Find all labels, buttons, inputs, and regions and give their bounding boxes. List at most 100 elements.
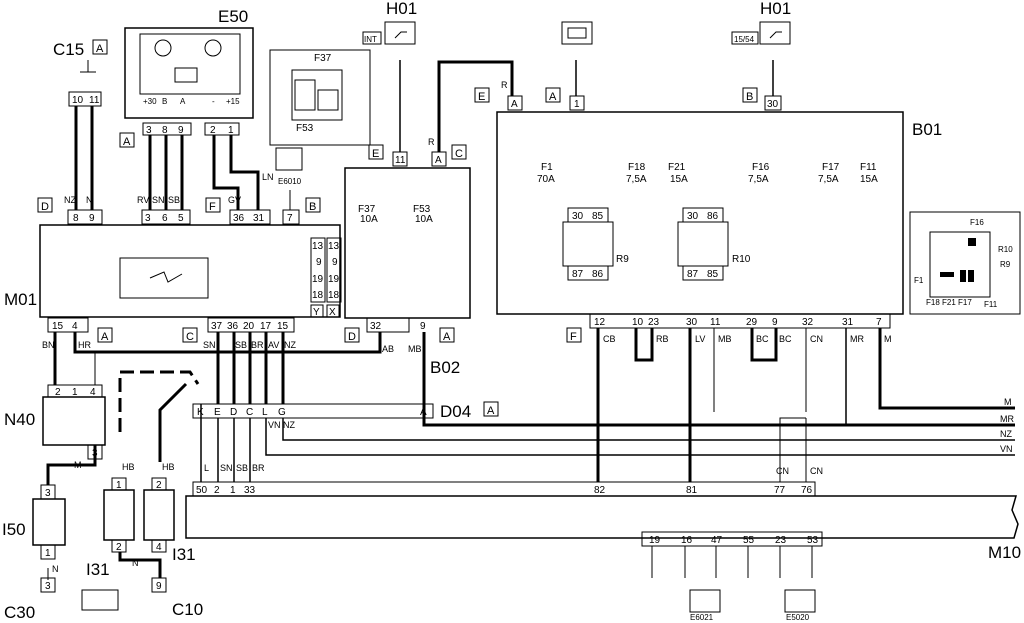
wire-color: AB bbox=[382, 344, 394, 354]
pin-label: A bbox=[420, 407, 427, 418]
pin-label: 36 bbox=[233, 213, 245, 224]
pin-label: 19 bbox=[312, 274, 324, 285]
wiring-paths bbox=[46, 60, 1015, 580]
n40-component: N40 2 1 4 3 bbox=[4, 384, 106, 460]
pin-label: 87 bbox=[572, 269, 584, 280]
pin-label: 7 bbox=[287, 213, 293, 224]
pin-label: 2 bbox=[55, 387, 61, 398]
c30-label: C30 bbox=[4, 603, 35, 622]
pin-label: G bbox=[278, 407, 286, 418]
connector-label: C bbox=[186, 331, 194, 343]
relay-label: R10 bbox=[998, 245, 1013, 254]
pin-label: 9 bbox=[178, 125, 184, 136]
pin-label: 32 bbox=[370, 321, 382, 332]
fuse-label: F1 bbox=[541, 162, 553, 173]
wire-color: BC bbox=[756, 334, 769, 344]
pin-label: 20 bbox=[243, 321, 255, 332]
wire-color: VN bbox=[268, 420, 281, 430]
wire-color: MR bbox=[1000, 414, 1014, 424]
pin-label: 9 bbox=[156, 581, 162, 592]
pin-label: 1 bbox=[230, 485, 236, 496]
connector-label: E bbox=[478, 91, 485, 103]
b02-label: B02 bbox=[430, 358, 460, 377]
wire-color: CN bbox=[810, 334, 823, 344]
connector-label: B bbox=[309, 201, 316, 213]
wire-color: HR bbox=[78, 340, 91, 350]
pin-label: 6 bbox=[162, 213, 168, 224]
wire-color: GV bbox=[228, 195, 241, 205]
wire-color: BR bbox=[251, 340, 264, 350]
wire-color: SN bbox=[203, 340, 216, 350]
pin-label: X bbox=[329, 307, 336, 318]
connector-label: D bbox=[41, 201, 49, 213]
pin-label: 8 bbox=[162, 125, 168, 136]
pin-label: A bbox=[511, 99, 518, 110]
chip-icon bbox=[174, 67, 198, 83]
connector-label: A bbox=[443, 331, 451, 343]
pin-label: Y bbox=[313, 307, 320, 318]
pin-label: 3 bbox=[45, 581, 51, 592]
pin-label: 17 bbox=[260, 321, 272, 332]
fuse-label: F16 bbox=[970, 218, 984, 227]
pin-label: 8 bbox=[73, 213, 79, 224]
wire-color: RV bbox=[137, 195, 149, 205]
pin-label: 85 bbox=[592, 211, 604, 222]
fuse-label: F17 bbox=[822, 162, 840, 173]
connector-label: A bbox=[549, 91, 557, 103]
pin-label: 19 bbox=[649, 535, 661, 546]
fuse-rating: 7,5A bbox=[748, 174, 769, 185]
pin-label: 31 bbox=[842, 317, 854, 328]
pin-label: 47 bbox=[711, 535, 723, 546]
wire-color: LN bbox=[262, 172, 274, 182]
pin-label: 13 bbox=[312, 241, 324, 252]
pin-label: 1 bbox=[45, 548, 51, 559]
computer-icon bbox=[275, 147, 303, 171]
int-label: INT bbox=[364, 35, 377, 44]
e5020-label: E5020 bbox=[786, 613, 810, 622]
pin-label: 36 bbox=[227, 321, 239, 332]
wire-color: MR bbox=[850, 334, 864, 344]
pin-label: C bbox=[246, 407, 253, 418]
wire-color: CB bbox=[603, 334, 616, 344]
pin-label: 3 bbox=[92, 448, 98, 459]
fuse-label: F18 bbox=[926, 298, 940, 307]
c15-ground: C15 A 10 11 bbox=[53, 39, 108, 107]
pin-label: 4 bbox=[90, 387, 96, 398]
i31-label: I31 bbox=[172, 545, 196, 564]
wire-color: M bbox=[1004, 397, 1012, 407]
fuse-rating: 70A bbox=[537, 174, 555, 185]
relay-label: R9 bbox=[1000, 260, 1011, 269]
wire-color: L bbox=[204, 463, 209, 473]
b01-fusebox: B01 E A B A 1 30 F1 70A F18 7,5A F21 15A… bbox=[474, 87, 942, 343]
fuse-label: F21 bbox=[668, 162, 686, 173]
wire-color: SN bbox=[220, 463, 233, 473]
pin-label: 82 bbox=[594, 485, 606, 496]
fuse-label: F18 bbox=[628, 162, 646, 173]
pin-label: 1 bbox=[116, 480, 122, 491]
connector-label: E bbox=[372, 148, 379, 160]
relay-r9 bbox=[562, 221, 614, 267]
key-icon bbox=[394, 31, 407, 39]
pin-label: 37 bbox=[211, 321, 223, 332]
wire-color: MB bbox=[408, 344, 422, 354]
pin-label: 30 bbox=[686, 317, 698, 328]
wire-color: SB bbox=[236, 463, 248, 473]
pin-label: 30 bbox=[687, 211, 699, 222]
fuse-label: F1 bbox=[914, 276, 924, 285]
fuse-rating: 15A bbox=[670, 174, 688, 185]
d04-connector: K E D C L G A D04 A bbox=[192, 401, 499, 421]
pin-label: 2 bbox=[210, 125, 216, 136]
connector-label: A bbox=[487, 405, 495, 417]
wire-color: BR bbox=[252, 463, 265, 473]
pin-label: 5 bbox=[178, 213, 184, 224]
fuse-label: F37 bbox=[358, 204, 376, 215]
pin-label: 18 bbox=[328, 290, 340, 301]
pin-label: 2 bbox=[156, 480, 162, 491]
pin-label: 9 bbox=[420, 321, 426, 332]
wire-color: NZ bbox=[1000, 429, 1012, 439]
connector-label: F bbox=[570, 331, 577, 343]
pin-label: - bbox=[212, 97, 215, 106]
pin-label: 23 bbox=[648, 317, 660, 328]
wire-color: HB bbox=[122, 462, 135, 472]
pin-label: 81 bbox=[686, 485, 698, 496]
